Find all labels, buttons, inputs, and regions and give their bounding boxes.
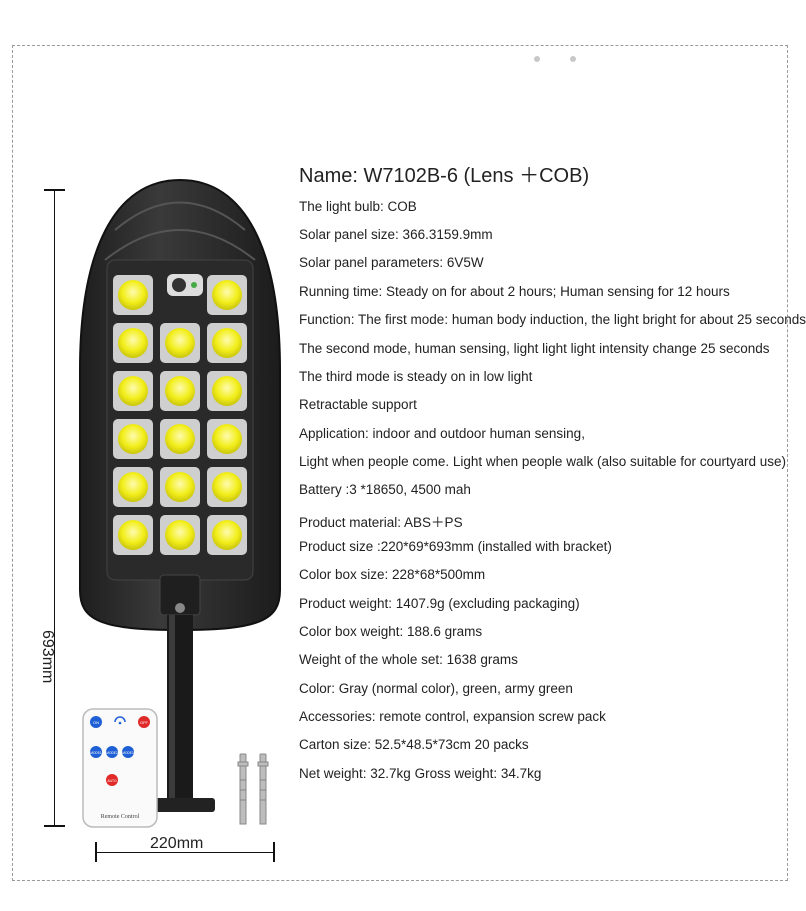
- spec-line: The second mode, human sensing, light li…: [299, 341, 770, 356]
- spec-line: Carton size: 52.5*48.5*73cm 20 packs: [299, 737, 529, 752]
- spec-line: Solar panel size: 366.3159.9mm: [299, 227, 493, 242]
- remote-off-button: [138, 716, 150, 728]
- content-frame: [12, 45, 788, 881]
- spec-line: Function: The first mode: human body ind…: [299, 312, 806, 327]
- remote-auto-button: [106, 774, 118, 786]
- height-dimension-line: [54, 190, 55, 826]
- carousel-dot[interactable]: [570, 56, 576, 62]
- spec-line: Battery :3 *18650, 4500 mah: [299, 482, 471, 497]
- remote-mode3-label: MODE3: [122, 751, 134, 755]
- street-lamp-image: [79, 178, 281, 812]
- height-dimension-label: 693mm: [39, 630, 56, 684]
- height-dimension-cap-bottom: [44, 825, 65, 827]
- width-dimension-line: [96, 852, 274, 853]
- wifi-icon: [114, 716, 126, 723]
- remote-mode1-label: MODE1: [90, 751, 102, 755]
- spec-line: Color box size: 228*68*500mm: [299, 567, 486, 582]
- spec-line: Product material: ABS＋PS: [299, 515, 463, 530]
- spec-line: Net weight: 32.7kg Gross weight: 34.7kg: [299, 766, 542, 781]
- remote-mode3-button: [122, 746, 134, 758]
- width-dimension-cap-right: [273, 842, 275, 862]
- spec-line: The third mode is steady on in low light: [299, 369, 533, 384]
- remote-on-button: [90, 716, 102, 728]
- spec-line: Application: indoor and outdoor human se…: [299, 426, 585, 441]
- spec-line: Retractable support: [299, 397, 417, 412]
- remote-control-image: ON OFF MODE1 MODE2 MODE3 AUTO Remote Con…: [82, 708, 158, 833]
- height-dimension-cap-top: [44, 189, 65, 191]
- spec-line: Accessories: remote control, expansion s…: [299, 709, 606, 724]
- carousel-dot[interactable]: [534, 56, 540, 62]
- remote-mode1-button: [90, 746, 102, 758]
- spec-line: Running time: Steady on for about 2 hour…: [299, 284, 730, 299]
- width-dimension-cap-left: [95, 842, 97, 862]
- expansion-screws-image: [237, 753, 269, 825]
- spec-line: Color: Gray (normal color), green, army …: [299, 681, 573, 696]
- width-dimension-label: 220mm: [150, 835, 204, 852]
- spec-line: Solar panel parameters: 6V5W: [299, 255, 484, 270]
- spec-line: Color box weight: 188.6 grams: [299, 624, 483, 639]
- remote-label: Remote Control: [101, 814, 140, 820]
- spec-line: Light when people come. Light when peopl…: [299, 454, 787, 469]
- product-name: Name: W7102B-6 (Lens ＋COB): [299, 165, 590, 187]
- remote-off-label: OFF: [140, 720, 149, 725]
- spec-line: The light bulb: COB: [299, 199, 417, 214]
- spec-line: Product size :220*69*693mm (installed wi…: [299, 539, 612, 554]
- remote-on-label: ON: [93, 720, 99, 725]
- led-grid: [113, 275, 247, 555]
- spec-line: Product weight: 1407.9g (excluding packa…: [299, 596, 580, 611]
- remote-mode2-label: MODE2: [106, 751, 118, 755]
- spec-line: Weight of the whole set: 1638 grams: [299, 652, 518, 667]
- lamp-base: [145, 798, 215, 812]
- remote-mode2-button: [106, 746, 118, 758]
- remote-auto-label: AUTO: [107, 779, 117, 783]
